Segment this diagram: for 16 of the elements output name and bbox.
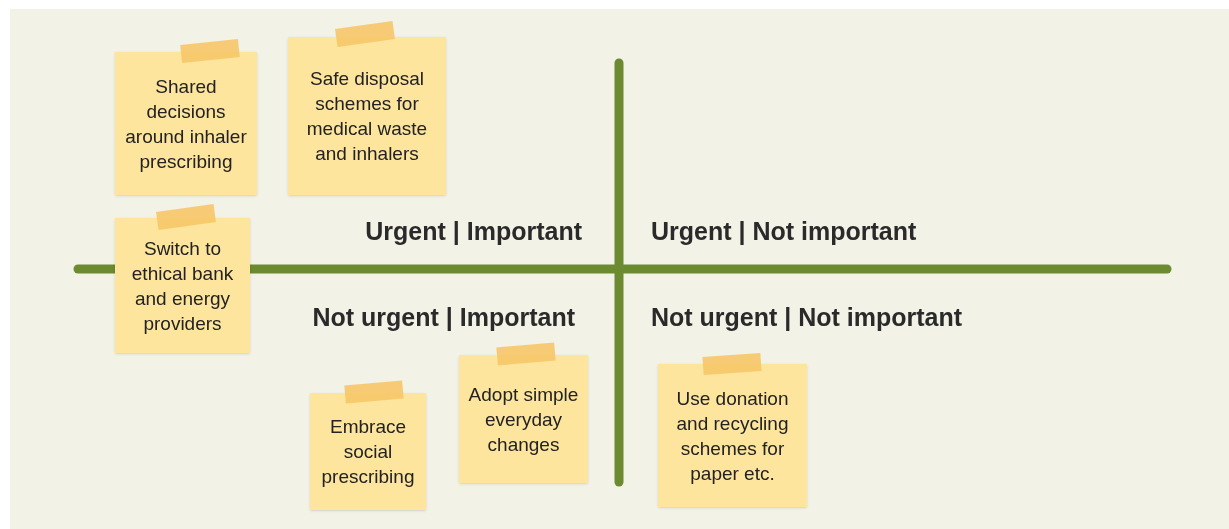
sticky-note [115, 52, 257, 195]
note-text: Embrace social prescribing [320, 415, 416, 489]
sticky-note [288, 37, 446, 195]
quadrant-label: Not urgent | Important [312, 302, 575, 333]
note-text: Shared decisions around inhaler prescribing [124, 74, 248, 174]
note-text: Adopt simple everyday changes [467, 382, 580, 457]
note-text: Switch to ethical bank and energy providers [130, 236, 235, 336]
quadrant-label: Urgent | Not important [651, 216, 917, 247]
sticky-note [658, 364, 807, 507]
sticky-note [115, 218, 250, 353]
quadrant-label: Not urgent | Not important [651, 302, 963, 333]
quadrant-label: Urgent | Important [365, 216, 582, 247]
note-text: Use donation and recycling schemes for paper etc. [675, 386, 790, 486]
sticky-note [310, 393, 426, 510]
sticky-note [459, 355, 588, 483]
note-text: Safe disposal schemes for medical waste and inhalers [305, 67, 429, 166]
